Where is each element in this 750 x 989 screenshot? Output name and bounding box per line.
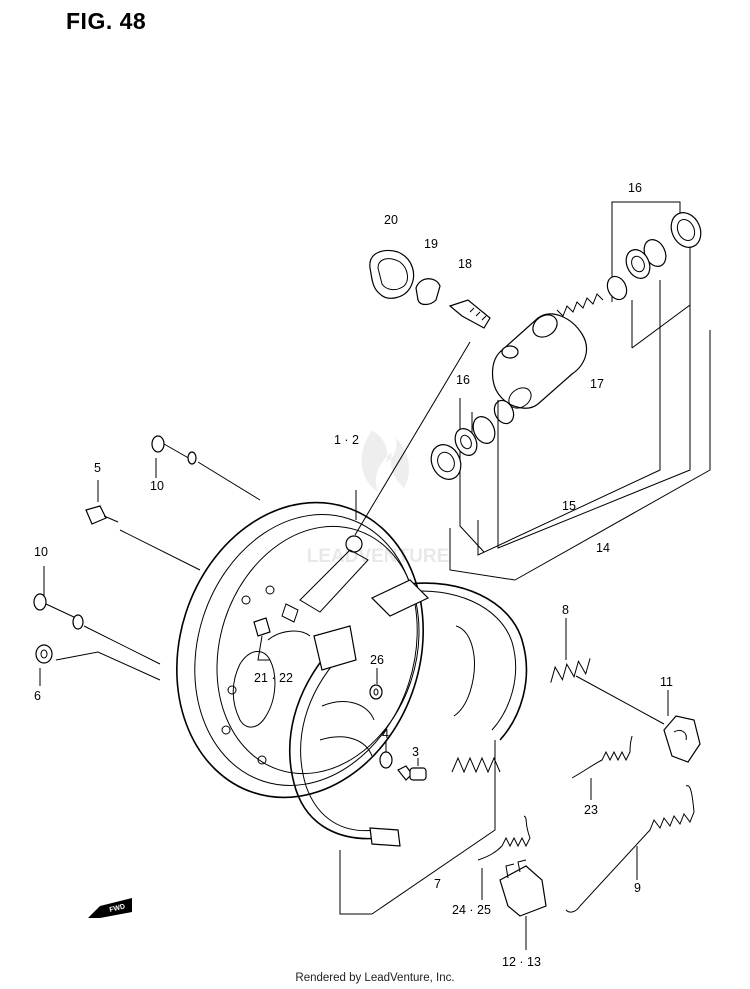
label-24-25: 24 · 25: [452, 903, 491, 917]
clip-12-13: [499, 859, 547, 950]
label-16-lower: 16: [456, 373, 470, 387]
spring-23: [571, 735, 633, 779]
nut-6: [35, 644, 161, 686]
brake-shoes: [289, 579, 528, 915]
wheel-cylinder-group: [354, 201, 711, 581]
watermark: LEADVENTURE: [307, 430, 450, 567]
pin-10-lower: [33, 566, 161, 665]
figure-title: FIG. 48: [66, 8, 147, 34]
label-10-top: 10: [150, 479, 164, 493]
footer-credit: Rendered by LeadVenture, Inc.: [295, 972, 455, 984]
backing-plate: [176, 490, 424, 799]
label-17: 17: [590, 377, 604, 391]
label-5: 5: [94, 461, 101, 475]
label-26: 26: [370, 653, 384, 667]
fwd-arrow: FWD: [88, 898, 132, 918]
label-16-upper: 16: [628, 181, 642, 195]
label-15: 15: [562, 499, 576, 513]
bolt-5: [85, 480, 201, 571]
label-7: 7: [434, 877, 441, 891]
spring-8: [550, 658, 591, 683]
label-3: 3: [412, 745, 419, 759]
pin-10-top: [151, 435, 261, 501]
nut-4: [379, 740, 393, 769]
label-23: 23: [584, 803, 598, 817]
label-9: 9: [634, 881, 641, 895]
label-4: 4: [382, 727, 389, 741]
label-14: 14: [596, 541, 610, 555]
watermark-text: LEADVENTURE: [307, 546, 450, 567]
label-12-13: 12 · 13: [502, 955, 541, 969]
label-10-lower: 10: [34, 545, 48, 559]
bolt-3: [397, 758, 427, 781]
clip-11: [663, 690, 701, 763]
label-11: 11: [660, 675, 673, 689]
washer-26: [369, 668, 383, 700]
spring-24-25: [477, 815, 531, 861]
label-21-22: 21 · 22: [254, 671, 293, 685]
label-6: 6: [34, 689, 41, 703]
fwd-label: FWD: [109, 903, 126, 914]
bolt-21-22: [253, 617, 271, 661]
label-8: 8: [562, 603, 569, 617]
label-18: 18: [458, 257, 472, 271]
spring-lower: [451, 756, 501, 774]
spring-9: [565, 785, 695, 913]
label-1-2: 1 · 2: [334, 433, 359, 447]
label-20: 20: [384, 213, 398, 227]
label-19: 19: [424, 237, 438, 251]
